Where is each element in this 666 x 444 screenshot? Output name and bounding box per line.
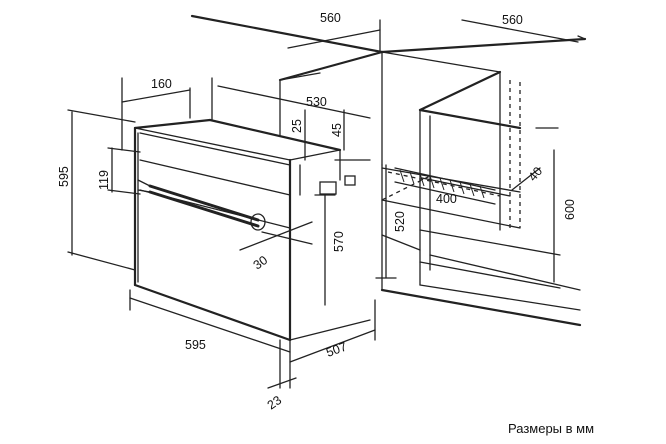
- dim-30: 30: [251, 253, 270, 272]
- dim-23: 23: [265, 393, 284, 412]
- dim-600: 600: [563, 199, 577, 220]
- dim-160: 160: [151, 77, 172, 91]
- dim-40: 40: [526, 164, 546, 184]
- dim-45: 45: [330, 123, 344, 137]
- dim-560-right: 560: [502, 13, 523, 27]
- dim-400: 400: [436, 192, 457, 206]
- dim-560-left: 560: [320, 11, 341, 25]
- oven-body: [133, 118, 371, 342]
- dim-595-height: 595: [57, 166, 71, 187]
- dim-25: 25: [290, 119, 304, 133]
- dim-595-width: 595: [185, 338, 206, 352]
- cabinet-outline: [190, 14, 587, 327]
- dim-530: 530: [306, 95, 327, 109]
- dim-520: 520: [393, 211, 407, 232]
- dimension-lines: [67, 19, 586, 389]
- dim-119: 119: [97, 170, 111, 190]
- dimension-labels: 560 560 160 530 25 45 595 119 570 520 60…: [57, 11, 577, 412]
- units-caption: Размеры в мм: [508, 421, 595, 436]
- dim-570: 570: [332, 231, 346, 252]
- oven-handle: [137, 179, 266, 231]
- dim-507: 507: [324, 340, 348, 360]
